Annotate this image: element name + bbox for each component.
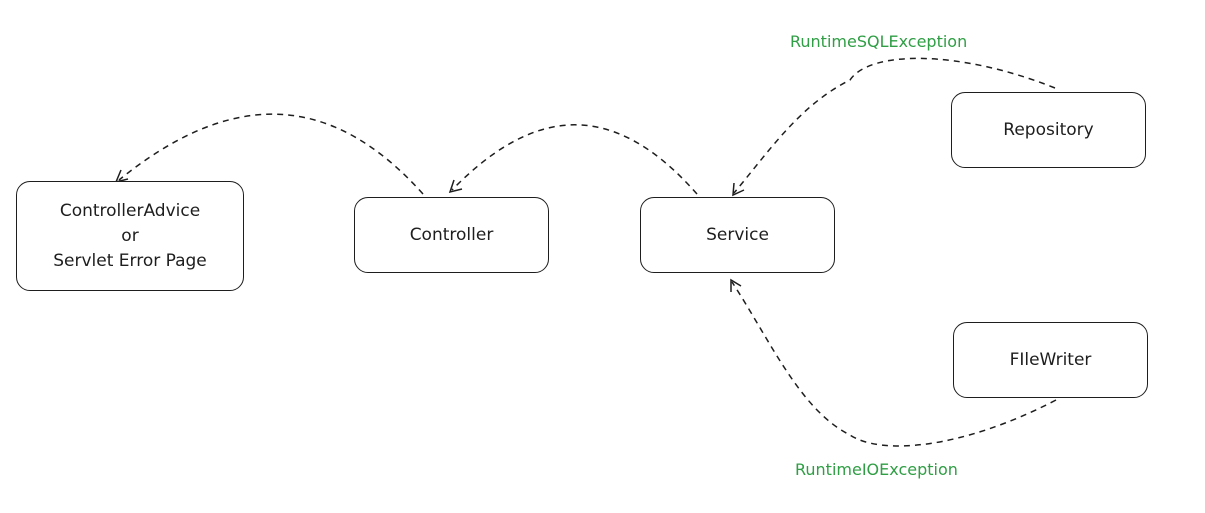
controller-label: Controller — [409, 224, 494, 245]
arrowhead-controller — [448, 179, 463, 194]
runtime-io-exception-label: RuntimeIOException — [795, 460, 958, 479]
controller-box: Controller — [354, 197, 549, 273]
edge-filewriter-to-service — [731, 281, 1057, 447]
runtime-sql-exception-label: RuntimeSQLException — [790, 32, 968, 51]
repository-box: Repository — [951, 92, 1146, 168]
service-box: Service — [640, 197, 835, 273]
edge-service-to-controller — [451, 124, 698, 195]
edge-controller-to-advice — [118, 113, 424, 195]
repository-label: Repository — [1003, 119, 1094, 140]
controller-advice-line-2: or — [121, 225, 139, 246]
filewriter-box: FIleWriter — [953, 322, 1148, 398]
edge-repository-to-service — [733, 57, 1056, 194]
service-label: Service — [706, 224, 769, 245]
filewriter-label: FIleWriter — [1009, 349, 1092, 370]
arrowhead-service-top — [732, 182, 745, 197]
arrowhead-service-bottom — [730, 278, 742, 292]
controller-advice-line-1: ControllerAdvice — [59, 200, 201, 221]
controller-advice-box: ControllerAdvice or Servlet Error Page — [16, 181, 244, 291]
controller-advice-line-3: Servlet Error Page — [53, 250, 207, 271]
